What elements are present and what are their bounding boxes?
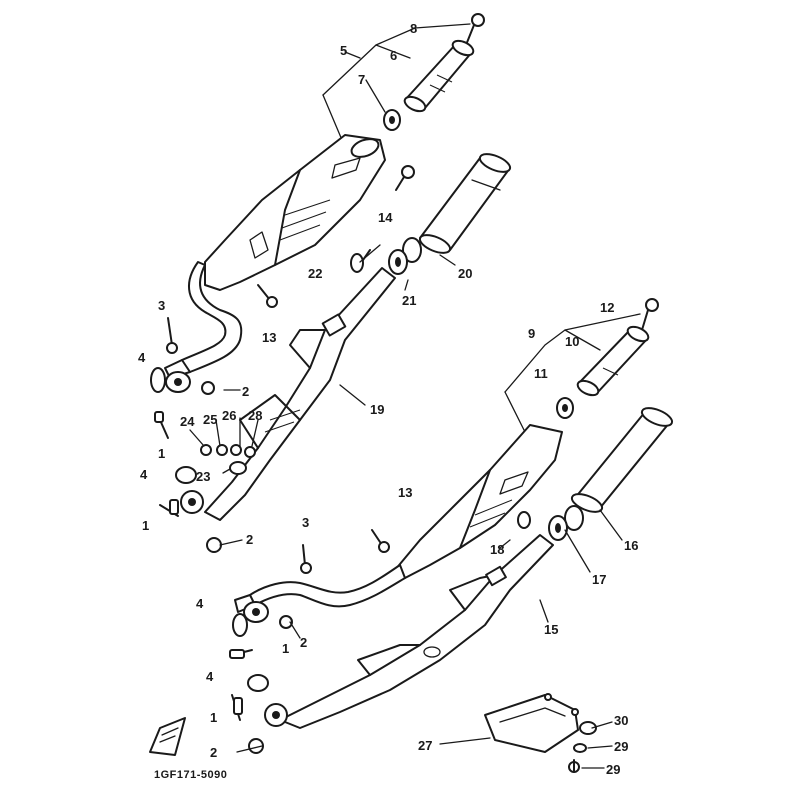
callout-1-lower-b: 1 [210, 710, 217, 725]
callout-28: 28 [248, 408, 262, 423]
upper-muffler-20 [418, 153, 512, 254]
lower-rear-flange-parts [231, 674, 288, 754]
bolt-13-lower [371, 529, 390, 553]
callout-4-upper-b: 4 [140, 467, 148, 482]
lower-expansion-chamber [394, 424, 563, 579]
callout-29-b: 29 [606, 762, 620, 777]
lower-connector-pipe-10 [576, 325, 650, 397]
bolt-18 [517, 511, 531, 529]
upper-bolt-8 [465, 13, 485, 46]
callout-16: 16 [624, 538, 638, 553]
callout-18: 18 [490, 542, 504, 557]
heat-shield-27 [484, 693, 579, 753]
callout-2-lower: 2 [300, 635, 307, 650]
callout-15: 15 [544, 622, 558, 637]
front-direction-arrow-icon [149, 717, 186, 756]
callout-1-upper-b: 1 [142, 518, 149, 533]
upper-gasket-7 [383, 109, 401, 131]
callout-13-lower: 13 [398, 485, 412, 500]
callout-29-a: 29 [614, 739, 628, 754]
callout-1-upper-a: 1 [158, 446, 165, 461]
callout-30: 30 [614, 713, 628, 728]
callout-5: 5 [340, 43, 347, 58]
bolt-13-upper [257, 284, 278, 308]
callout-24: 24 [180, 414, 195, 429]
lower-clamp-17 [548, 505, 584, 541]
callout-27: 27 [418, 738, 432, 753]
callout-3-upper: 3 [158, 298, 165, 313]
upper-expansion-chamber [204, 134, 386, 291]
lower-gasket-11 [556, 397, 574, 419]
callout-2-upper: 2 [242, 384, 249, 399]
callout-9: 9 [528, 326, 535, 341]
leader-lines [189, 244, 623, 769]
lower-exhaust-assembly [149, 298, 674, 773]
callout-7: 7 [358, 72, 365, 87]
callout-4-lower: 4 [196, 596, 204, 611]
upper-clamp-21 [388, 237, 422, 275]
callout-4-lower-b: 4 [206, 669, 214, 684]
callout-22: 22 [308, 266, 322, 281]
upper-exhaust-assembly [150, 13, 512, 553]
upper-small-parts-cluster [200, 444, 256, 475]
bolt-22 [350, 249, 371, 273]
diagram-code: 1GF171-5090 [154, 769, 227, 781]
callout-3-lower: 3 [302, 515, 309, 530]
lower-flange-parts [229, 544, 312, 659]
upper-flange-parts [150, 317, 215, 439]
lower-muffler-16 [570, 407, 674, 513]
callout-17: 17 [592, 572, 606, 587]
lower-bracket-lines [504, 313, 641, 433]
upper-connector-pipe-6 [403, 39, 475, 113]
upper-exhaust-pipe-19 [204, 267, 396, 521]
callout-1-lower: 1 [282, 641, 289, 656]
heat-shield-fasteners [568, 721, 597, 773]
callout-21: 21 [402, 293, 416, 308]
callout-20: 20 [458, 266, 472, 281]
callout-13-upper: 13 [262, 330, 276, 345]
callout-19: 19 [370, 402, 384, 417]
lower-bolt-12 [641, 298, 659, 331]
lower-exhaust-pipe-15 [279, 534, 554, 729]
callout-12: 12 [600, 300, 614, 315]
upper-rear-flange-parts [159, 466, 222, 553]
callout-10: 10 [565, 334, 579, 349]
callout-14: 14 [378, 210, 393, 225]
callout-2-upper-b: 2 [246, 532, 253, 547]
callout-23: 23 [196, 469, 210, 484]
callout-25: 25 [203, 412, 217, 427]
bolt-14 [395, 165, 415, 191]
callout-26: 26 [222, 408, 236, 423]
upper-bracket-lines [322, 23, 471, 141]
callout-8: 8 [410, 21, 417, 36]
callout-labels: 8 5 6 7 14 20 22 21 3 13 4 2 19 24 25 26… [138, 21, 638, 781]
callout-6: 6 [390, 48, 397, 63]
callout-4-upper: 4 [138, 350, 146, 365]
callout-2-lower-b: 2 [210, 745, 217, 760]
callout-11: 11 [534, 366, 548, 381]
